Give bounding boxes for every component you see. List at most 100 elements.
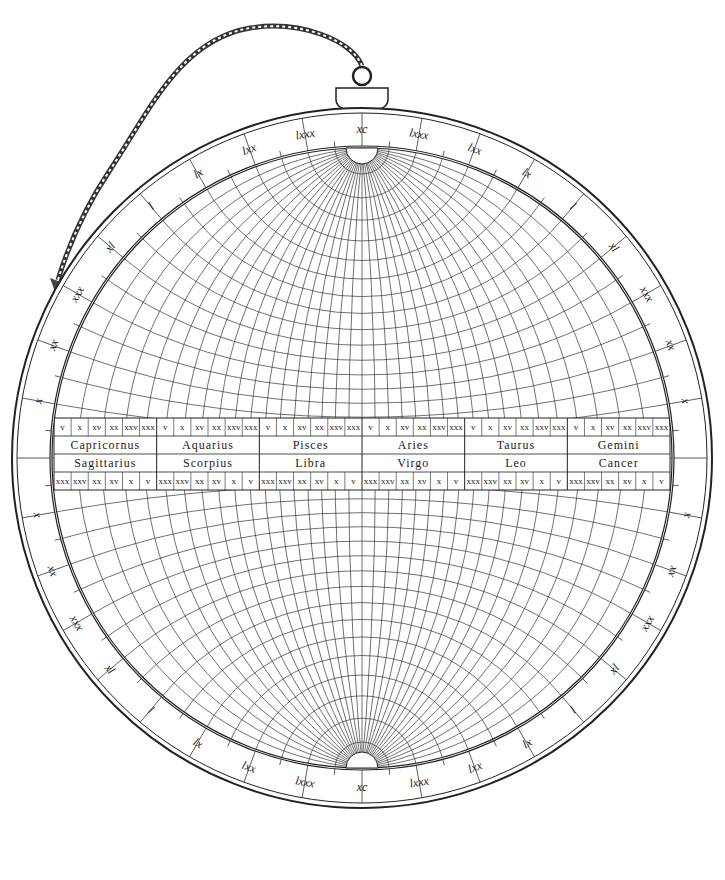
rim-division [334, 769, 336, 775]
degree-number: xx [623, 423, 632, 432]
band-cell-line [344, 472, 345, 490]
rim-division [17, 458, 50, 459]
parallel-arc [279, 696, 445, 862]
band-cell-line [652, 472, 653, 490]
rim-numeral: l [145, 200, 155, 211]
rim-division [55, 539, 61, 541]
degree-number: xx [315, 423, 324, 432]
band-cell-line [259, 472, 260, 490]
rim-division [137, 233, 141, 237]
band-cell-line [242, 472, 243, 490]
band-cell-line [498, 418, 499, 436]
degree-number: xxx [347, 423, 361, 432]
band-cell-line [190, 418, 191, 436]
band-cell-line [310, 472, 311, 490]
degree-number: xxv [124, 423, 138, 432]
band-cell-line [550, 472, 551, 490]
degree-number: xxx [569, 477, 583, 486]
rim-division [98, 659, 123, 680]
rim-numeral: xx [664, 563, 679, 577]
band-cell-line [362, 418, 363, 436]
degree-number: xv [92, 423, 101, 432]
band-cell-line [635, 418, 636, 436]
rim-numeral: lx [191, 736, 205, 751]
band-cell-line [396, 418, 397, 436]
degree-number: xx [109, 423, 118, 432]
degree-number: xv [315, 477, 324, 486]
rim-numeral: lx [520, 166, 534, 181]
band-cell-line [173, 418, 174, 436]
parallel-arc [0, 0, 725, 360]
parallel-arc [0, 0, 725, 403]
degree-number: xx [195, 477, 204, 486]
rim-numeral: xl [103, 662, 118, 676]
parallel-arc [183, 637, 541, 880]
band-cell-line [225, 472, 226, 490]
parallel-arc [0, 556, 725, 880]
parallel-arc [0, 499, 725, 880]
rim-division [518, 159, 535, 188]
rim-division [443, 759, 445, 765]
rim-numeral: lxxx [294, 774, 315, 789]
parallel-arc [249, 675, 475, 880]
rim-division [663, 376, 669, 378]
rim-division [140, 194, 161, 219]
degree-number: v [368, 423, 373, 432]
rim-division [563, 194, 584, 219]
rim-division [618, 276, 623, 279]
band-cell-line [567, 418, 568, 436]
rim-division [563, 697, 584, 722]
band-cell-line [173, 472, 174, 490]
degree-number: xx [92, 477, 101, 486]
rim-division [673, 430, 679, 432]
parallel-arc [335, 742, 389, 796]
zodiac-sign: Virgo [397, 457, 429, 469]
rim-numeral: lx [520, 736, 534, 751]
rim-division [102, 637, 107, 640]
zodiac-sign: Leo [505, 457, 527, 469]
rim-line [17, 113, 707, 803]
band-cell-line [379, 472, 380, 490]
degree-number: xv [623, 477, 632, 486]
degree-number: v [146, 477, 151, 486]
rim-division [673, 485, 679, 487]
rim-division [669, 398, 701, 404]
band-cell-line [208, 472, 209, 490]
north-pole [346, 148, 378, 164]
parallel-arc [307, 89, 416, 198]
degree-number: xx [417, 423, 426, 432]
rim-division [280, 759, 282, 765]
rim-division [74, 324, 79, 327]
parallel-arc [102, 0, 622, 313]
band-cell-line [259, 436, 260, 472]
rim-numeral: xx [45, 563, 60, 577]
zodiac-sign: Aries [398, 439, 429, 451]
degree-number: x [437, 477, 442, 486]
rim-numeral: x [680, 511, 693, 518]
degree-number: xv [212, 477, 221, 486]
degree-number: xv [606, 423, 615, 432]
rim-division [140, 697, 161, 722]
rim-division [583, 679, 587, 683]
grid-border [52, 148, 672, 768]
parallel-arc [52, 586, 672, 880]
rim-numeral: x [680, 397, 693, 404]
degree-number: xxx [364, 477, 378, 486]
rim-division [280, 151, 282, 157]
parallel-arc [102, 603, 622, 880]
rim-numeral: lxx [466, 141, 483, 157]
rim-numeral: lxx [241, 141, 258, 157]
parallel-arc [0, 0, 725, 375]
rim-numeral: xxx [638, 613, 656, 633]
degree-number: v [454, 477, 459, 486]
band-cell-line [498, 472, 499, 490]
rim-numeral: xxx [68, 613, 86, 633]
rim-numeral: lx [191, 166, 205, 181]
band-cell-line [293, 472, 294, 490]
degree-number: v [574, 423, 579, 432]
degree-number: xxv [535, 423, 549, 432]
degree-number: xv [417, 477, 426, 486]
parallel-arc [0, 571, 725, 880]
rim-division [601, 659, 626, 680]
degree-number: x [129, 477, 134, 486]
